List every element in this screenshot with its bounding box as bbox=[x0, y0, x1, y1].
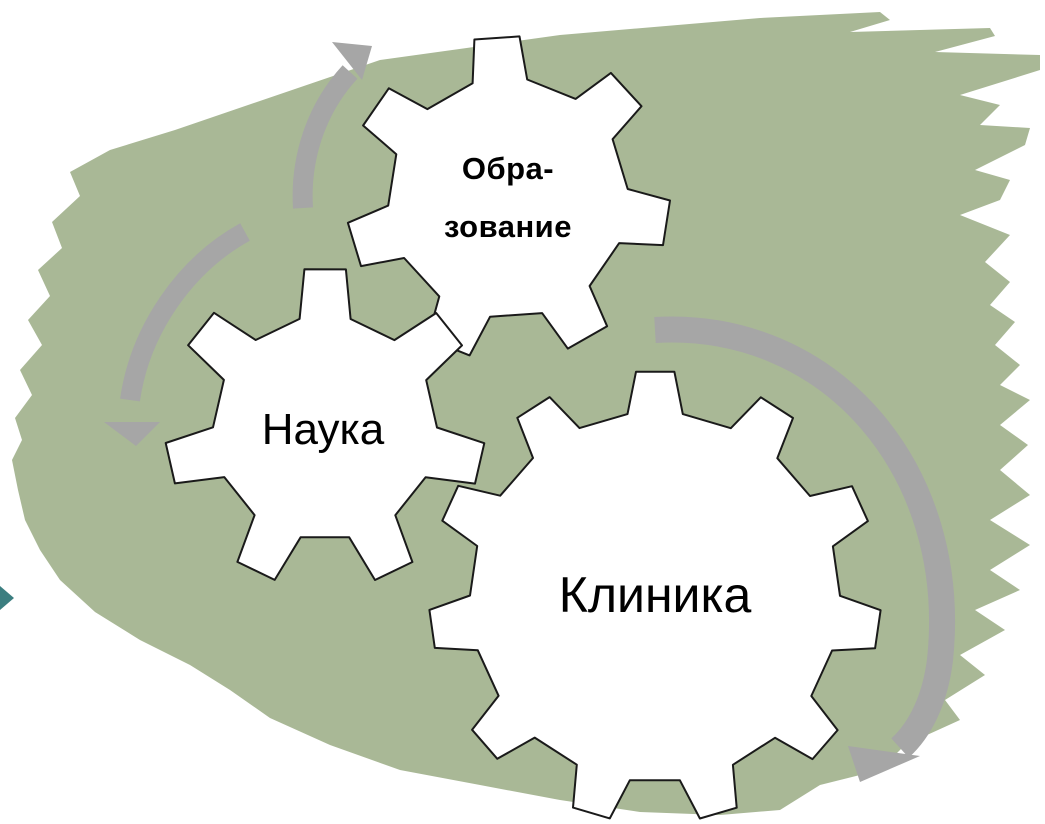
slide-bullet-icon bbox=[0, 586, 14, 610]
education-gear bbox=[346, 35, 671, 357]
science-gear bbox=[164, 268, 486, 581]
arrow-right-body bbox=[654, 316, 955, 758]
arrow-up-head bbox=[332, 42, 372, 80]
cycle-arrows bbox=[104, 42, 955, 782]
arrow-up-body bbox=[292, 65, 358, 209]
gears bbox=[164, 35, 882, 820]
clinic-gear bbox=[428, 370, 882, 820]
arrow-right-head bbox=[848, 746, 920, 782]
arrow-left-body bbox=[120, 223, 250, 402]
arrow-left-head bbox=[104, 422, 160, 446]
